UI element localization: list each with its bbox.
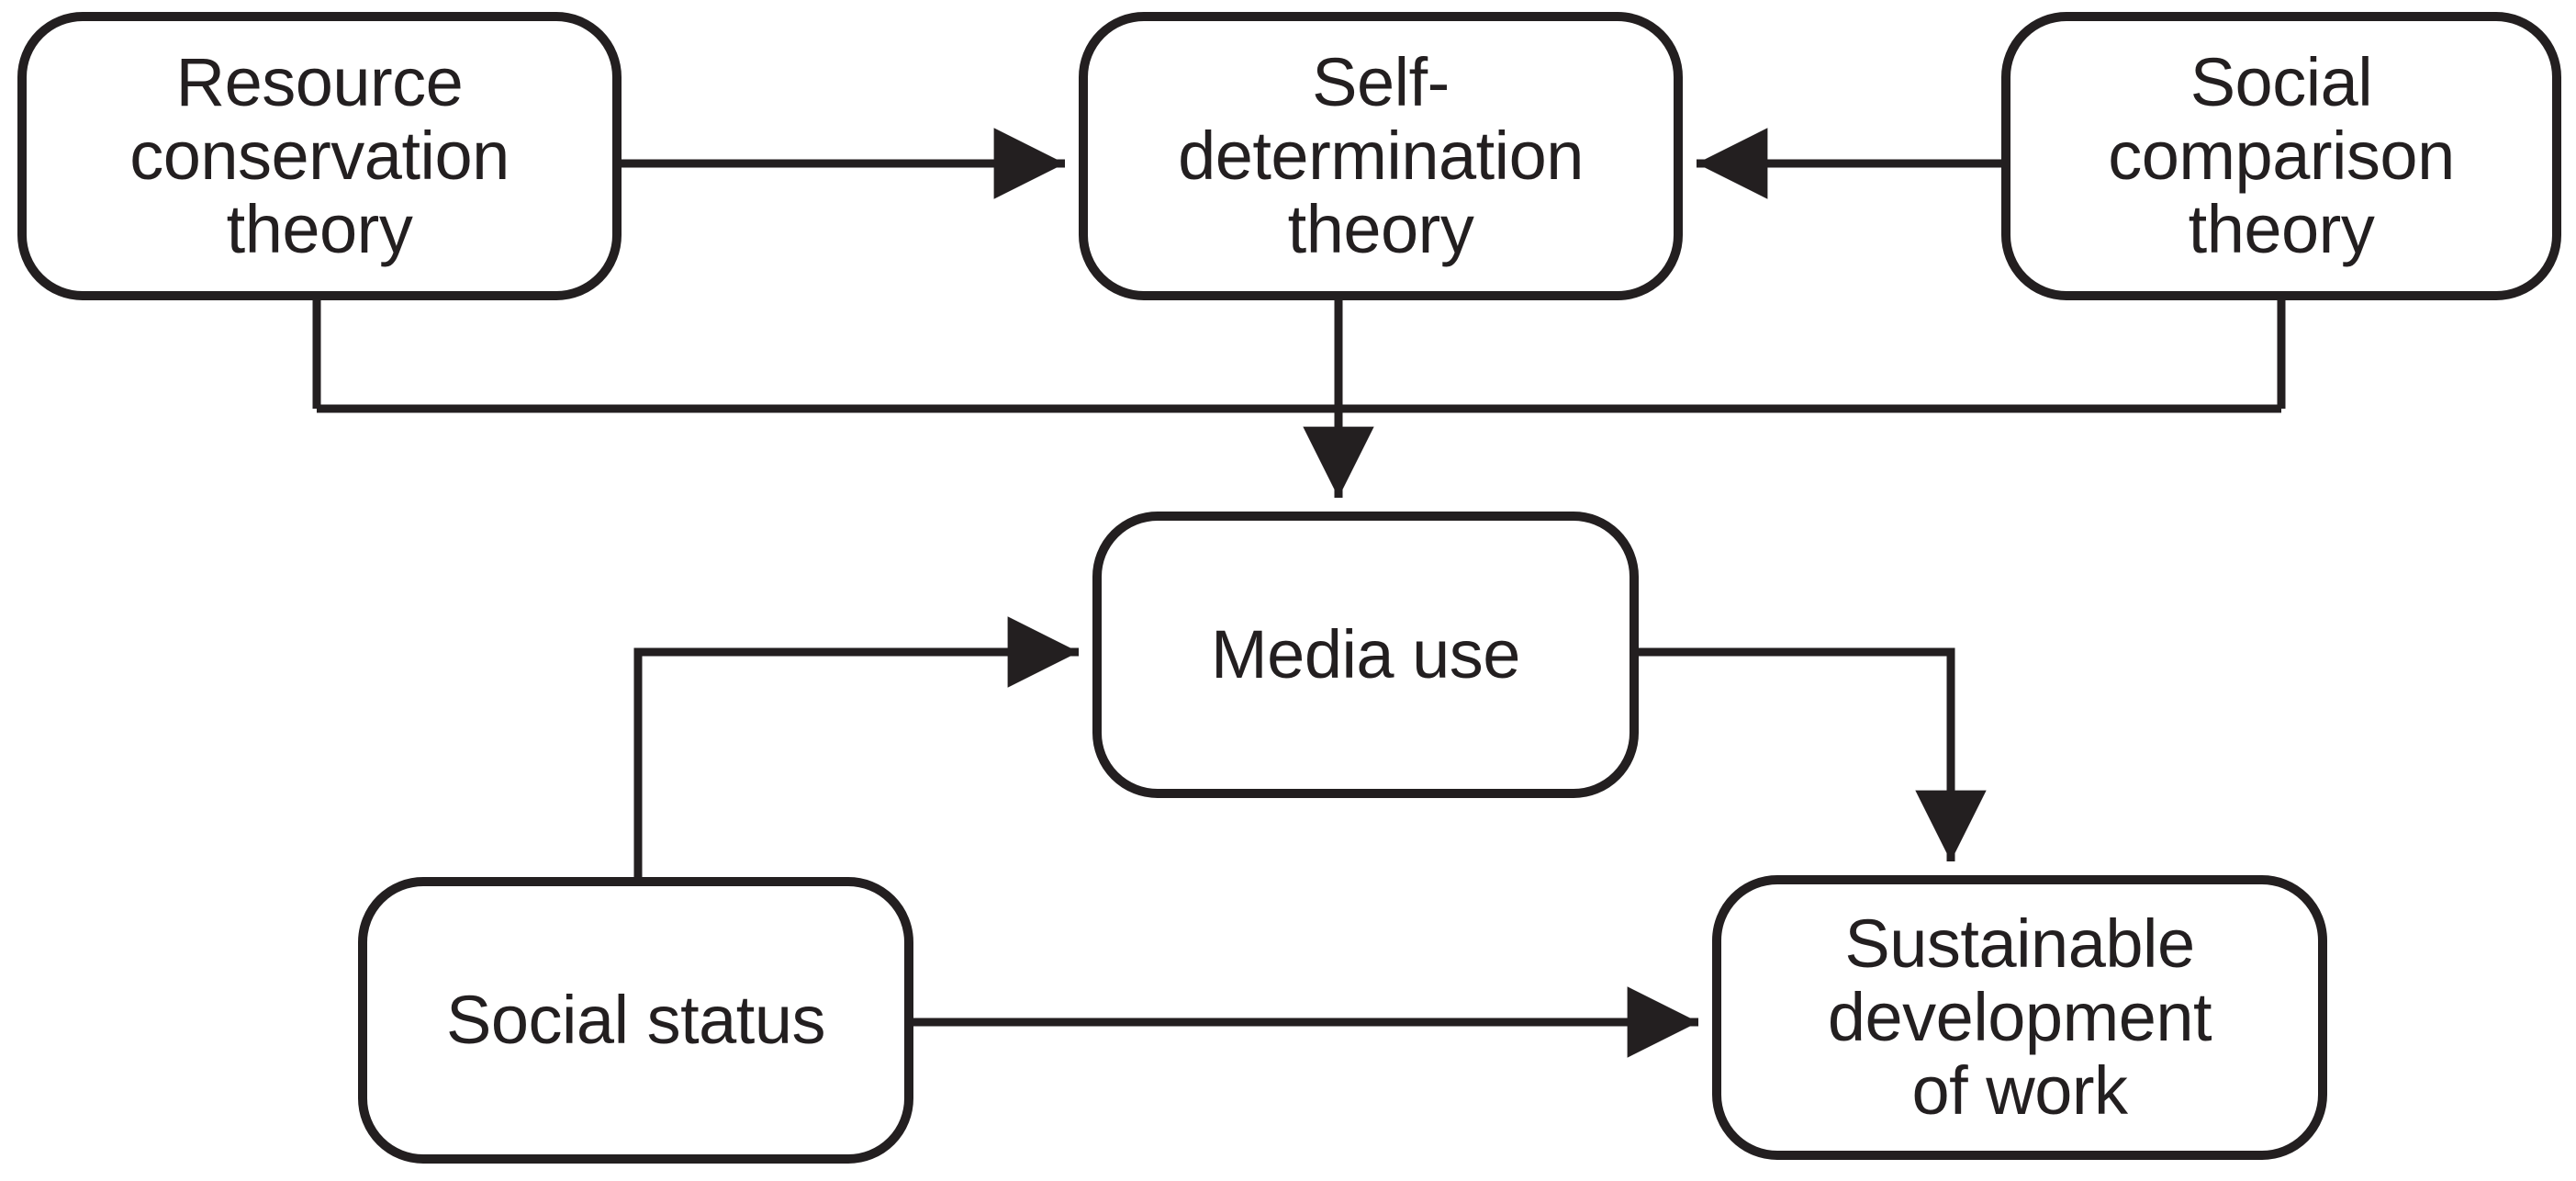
node-shape-self-determination-theory[interactable] xyxy=(1079,12,1683,300)
node-shape-sustainable-development-of-work[interactable] xyxy=(1712,875,2327,1160)
node-shape-social-comparison-theory[interactable] xyxy=(2001,12,2561,300)
node-shape-resource-conservation-theory[interactable] xyxy=(17,12,622,300)
node-shape-media-use[interactable] xyxy=(1092,512,1639,798)
node-shapes xyxy=(17,12,2561,1164)
edge-social-status-to-media-use[interactable] xyxy=(633,616,1079,882)
edge-media-use-to-sustainable-development[interactable] xyxy=(1634,647,1987,861)
edges xyxy=(312,128,2286,1058)
node-shape-social-status[interactable] xyxy=(358,877,913,1164)
